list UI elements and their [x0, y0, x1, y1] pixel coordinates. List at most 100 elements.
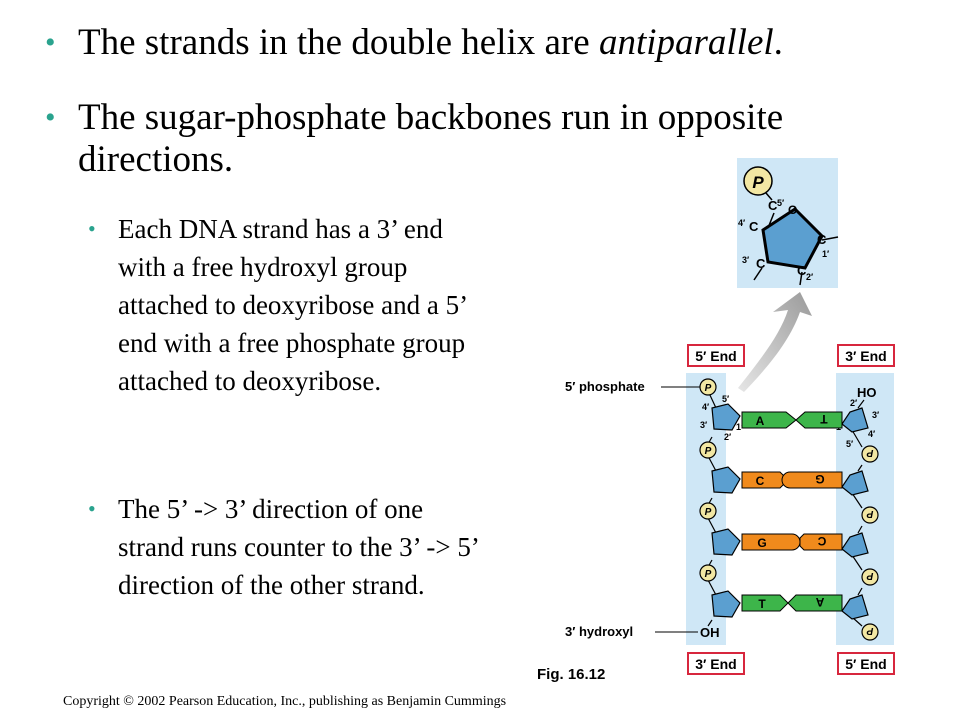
- left-sugar: [711, 590, 741, 618]
- left-prime-1: 1′: [736, 422, 743, 432]
- label-5-phosphate: 5′ phosphate: [565, 379, 645, 394]
- svg-text:C: C: [756, 474, 765, 488]
- bullet-dot: •: [45, 101, 56, 134]
- inset-c3-prime: 3′: [742, 255, 749, 265]
- inset-c2: C: [797, 263, 807, 278]
- base-a: [741, 411, 797, 429]
- bullet-dot: •: [45, 26, 56, 59]
- end-label-left-bottom: 3′ End: [687, 652, 745, 675]
- deoxyribose-inset: P C 5′ O 4′ C C 1′ 3′ C C 2′: [737, 158, 839, 288]
- left-sugar: [711, 466, 741, 494]
- left-prime-3: 3′: [700, 420, 707, 430]
- left-sugar: [711, 403, 741, 431]
- base-g: [781, 471, 843, 489]
- end-label-text: 3′ End: [845, 348, 886, 364]
- inset-c5-prime: 5′: [777, 198, 784, 208]
- svg-text:C: C: [817, 534, 826, 548]
- figure-caption: Fig. 16.12: [537, 666, 606, 683]
- right-phosphate: P: [861, 623, 879, 641]
- right-prime-5: 5′: [846, 439, 853, 449]
- copyright-notice: Copyright © 2002 Pearson Education, Inc.…: [63, 694, 507, 709]
- svg-text:A: A: [756, 414, 765, 428]
- svg-text:G: G: [757, 536, 766, 550]
- end-label-text: 3′ End: [695, 656, 736, 672]
- right-phosphate: P: [861, 506, 879, 524]
- right-phosphate: P: [861, 445, 879, 463]
- svg-text:T: T: [820, 412, 828, 426]
- right-sugar: [841, 532, 869, 558]
- inset-c4-prime: 4′: [738, 218, 745, 228]
- subbullet-dot: •: [88, 496, 96, 521]
- inset-sugar-ring: [761, 207, 824, 270]
- left-phosphate: P: [699, 564, 717, 582]
- svg-text:P: P: [705, 446, 712, 457]
- left-sugar: [711, 528, 741, 556]
- svg-text:G: G: [815, 472, 824, 486]
- zoom-arrow: [738, 292, 812, 392]
- left-phosphate: P: [699, 378, 717, 396]
- label-oh: OH: [700, 625, 720, 640]
- end-label-right-bottom: 5′ End: [837, 652, 895, 675]
- base-g: [741, 533, 801, 551]
- bullet-backbones-text: The sugar-phosphate backbones run in opp…: [78, 97, 784, 180]
- inset-c4: C: [749, 219, 759, 234]
- inset-p-bond: [765, 192, 773, 201]
- svg-text:P: P: [705, 569, 712, 580]
- right-sugar: [841, 594, 869, 620]
- svg-text:P: P: [705, 507, 712, 518]
- svg-text:A: A: [815, 595, 824, 609]
- end-label-right-top: 3′ End: [837, 344, 895, 367]
- inset-c2-bond: [799, 271, 803, 286]
- right-sugar: [841, 407, 869, 433]
- base-c: [799, 533, 843, 551]
- right-strand: P P P P 2′ 3′ 1′ 4′ 5′: [836, 398, 879, 641]
- left-prime-4: 4′: [702, 402, 709, 412]
- right-prime-3: 3′: [872, 410, 879, 420]
- left-prime-2: 2′: [724, 432, 731, 442]
- bullet-text-italic: antiparallel: [598, 22, 774, 63]
- inset-c5: C: [768, 198, 778, 213]
- label-3-hydroxyl: 3′ hydroxyl: [565, 624, 633, 639]
- inset-phosphate-circle: [743, 166, 773, 196]
- svg-text:P: P: [866, 570, 873, 581]
- base-pair-g-c: G C: [741, 533, 843, 551]
- base-pair-a-t: A T: [741, 411, 843, 429]
- end-label-left-top: 5′ End: [687, 344, 745, 367]
- svg-text:P: P: [705, 383, 712, 394]
- left-phosphate: P: [699, 502, 717, 520]
- right-prime-4: 4′: [868, 429, 875, 439]
- left-phosphate: P: [699, 441, 717, 459]
- subbullet-direction-text: The 5’ -> 3’ direction of one strand run…: [118, 494, 478, 600]
- right-sugar: [841, 470, 869, 496]
- right-phosphate: P: [861, 568, 879, 586]
- bullet-text-a: The strands in the double helix are: [78, 22, 599, 63]
- bullet-text-c: .: [773, 22, 783, 63]
- subbullet-strand-ends-text: Each DNA strand has a 3’ end with a free…: [118, 214, 467, 396]
- inset-oxygen: O: [788, 203, 797, 217]
- inset-c5-bond: [767, 212, 775, 229]
- base-pair-c-g: C G: [741, 471, 843, 489]
- right-prime-2: 2′: [850, 398, 857, 408]
- inset-c3: C: [756, 256, 766, 271]
- inset-c1: C: [817, 232, 827, 247]
- base-a: [787, 594, 843, 612]
- end-label-text: 5′ End: [695, 348, 736, 364]
- inset-c1-bond: [821, 236, 839, 241]
- svg-text:T: T: [758, 597, 766, 611]
- base-t: [741, 594, 789, 612]
- left-prime-5: 5′: [722, 394, 729, 404]
- svg-text:P: P: [866, 508, 873, 519]
- subbullet-dot: •: [88, 216, 96, 241]
- svg-text:P: P: [866, 447, 873, 458]
- inset-phosphate-label: P: [752, 173, 764, 192]
- label-ho: HO: [857, 385, 877, 400]
- inset-c2-prime: 2′: [806, 272, 813, 282]
- inset-c3-bond: [753, 267, 763, 281]
- svg-text:P: P: [866, 625, 873, 636]
- base-pair-t-a: T A: [741, 594, 843, 612]
- end-label-text: 5′ End: [845, 656, 886, 672]
- base-t: [795, 411, 843, 429]
- inset-c1-prime: 1′: [822, 249, 829, 259]
- left-strand: P P P P 5′ 4′ 3′ 1′ 2′: [699, 378, 743, 627]
